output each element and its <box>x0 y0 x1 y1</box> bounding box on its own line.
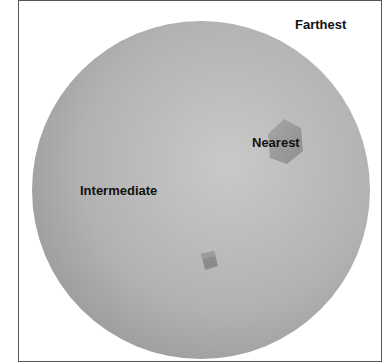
depth-label: Nearest <box>252 136 300 150</box>
frame <box>19 1 382 362</box>
cube-top <box>201 251 216 259</box>
sphere <box>32 21 370 359</box>
small-cube <box>201 251 218 270</box>
depth-label: Farthest <box>295 18 346 32</box>
depth-label: Intermediate <box>80 184 157 198</box>
